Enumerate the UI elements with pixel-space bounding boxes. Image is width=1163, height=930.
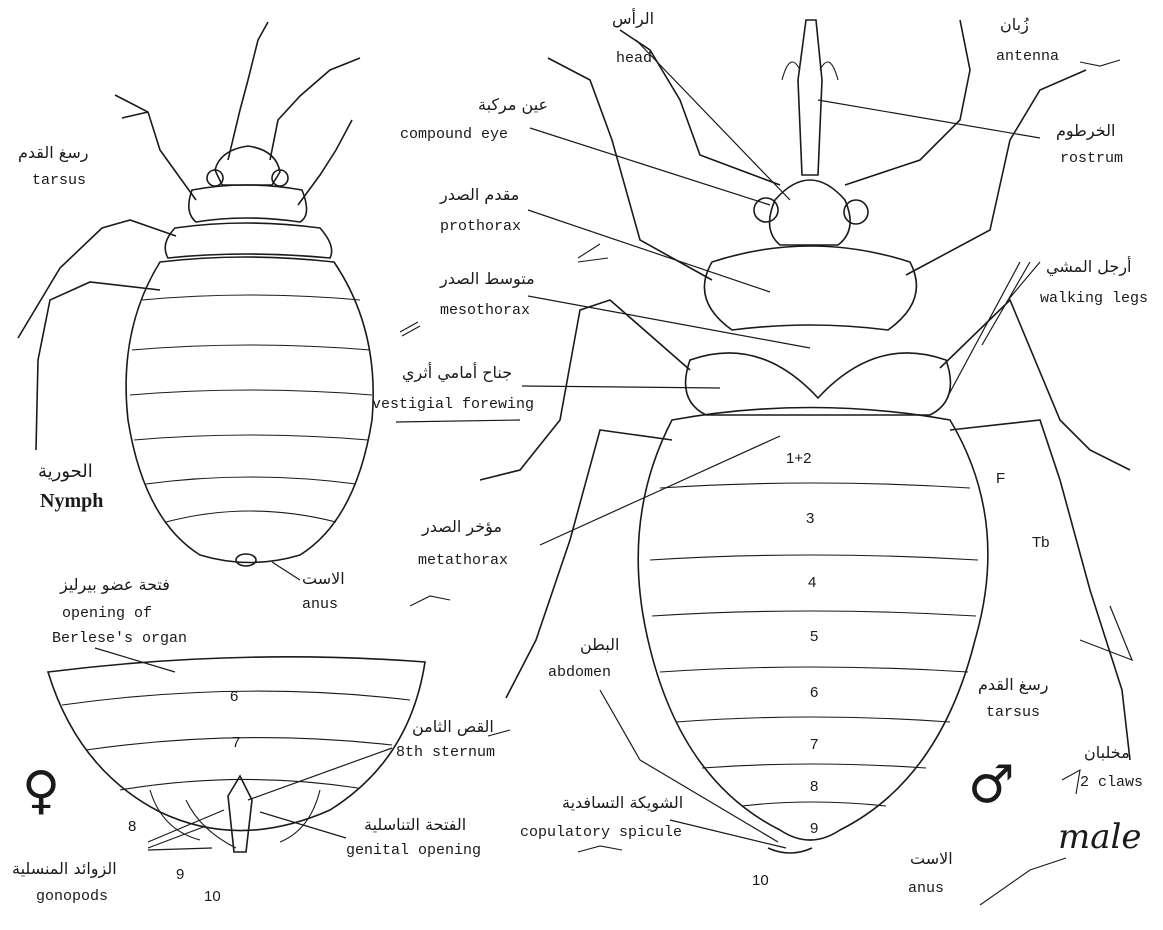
label-mesothorax-en: mesothorax (440, 302, 530, 319)
label-anus-nymph-ar: الاست (302, 570, 345, 588)
female-segment-7: 7 (232, 734, 240, 751)
nymph-abdomen (126, 257, 373, 563)
male-segment-6: 6 (810, 684, 818, 701)
label-rostrum-en: rostrum (1060, 150, 1123, 167)
label-spicule-ar: الشويكة التسافدية (562, 794, 683, 812)
label-spicule-en: copulatory spicule (520, 824, 682, 841)
label-tarsus-left-en: tarsus (32, 172, 86, 189)
label-tarsus-right-ar: رسغ القدم (978, 676, 1048, 694)
male-segment-8: 8 (810, 778, 818, 795)
label-nymph-en: Nymph (40, 490, 103, 513)
label-sternum8-ar: القص الثامن (412, 718, 494, 736)
male-antenna-right (845, 20, 970, 185)
male-segment-7: 7 (810, 736, 818, 753)
nymph-antenna-left (228, 22, 268, 160)
male-segment-4: 4 (808, 574, 816, 591)
male-segment-1-2: 1+2 (786, 450, 811, 467)
female-segment-6: 6 (230, 688, 238, 705)
female-segment-9: 9 (176, 866, 184, 883)
male-head (770, 180, 851, 245)
label-tarsus-right-en: tarsus (986, 704, 1040, 721)
label-berlese-en-2: Berlese's organ (52, 630, 187, 647)
nymph-drawing (18, 22, 373, 566)
nymph-prothorax (189, 185, 307, 222)
male-midleg-right (940, 300, 1130, 470)
nymph-head (215, 146, 280, 185)
male-symbol: ♂ (968, 756, 1015, 816)
label-gonopods-ar: الزوائد المنسلية (12, 860, 117, 878)
nymph-eye-left (207, 170, 223, 186)
label-anus-male-en: anus (908, 880, 944, 897)
female-segment-8: 8 (128, 818, 136, 835)
male-abdomen (638, 408, 988, 841)
male-prothorax (704, 246, 916, 330)
label-sternum8-en: 8th sternum (396, 744, 495, 761)
label-berlese-en-1: opening of (62, 605, 152, 622)
label-abdomen-en: abdomen (548, 664, 611, 681)
male-segment-9: 9 (810, 820, 818, 837)
female-segment-10: 10 (204, 888, 221, 905)
label-nymph-ar: الحورية (38, 462, 93, 483)
label-head-en: head (616, 50, 652, 67)
label-anus-nymph-en: anus (302, 596, 338, 613)
male-segment-5: 5 (810, 628, 818, 645)
label-genital-ar: الفتحة التناسلية (364, 816, 466, 834)
nymph-foreleg-right (298, 120, 352, 205)
nymph-mesothorax (165, 223, 331, 258)
label-antenna-en: antenna (996, 48, 1059, 65)
male-mesothorax (686, 353, 951, 415)
label-rostrum-ar: الخرطوم (1056, 122, 1115, 140)
male-copulatory-spicule (768, 848, 812, 853)
label-legs-en: walking legs (1040, 290, 1148, 307)
label-F: F (996, 470, 1005, 487)
label-gonopods-en: gonopods (36, 888, 108, 905)
female-symbol: ♀ (22, 762, 60, 822)
nymph-midleg-left (18, 220, 176, 338)
label-forewing-ar: جناح أمامي أثري (402, 364, 512, 382)
label-claws-en: 2 claws (1080, 774, 1143, 791)
label-head-ar: الرأس (612, 10, 654, 28)
male-drawing (480, 20, 1130, 853)
label-prothorax-en: prothorax (440, 218, 521, 235)
male-foreleg-left (548, 58, 712, 280)
handwritten-male: male (1058, 818, 1142, 857)
nymph-hindleg-left (36, 282, 160, 450)
label-forewing-en: vestigial forewing (372, 396, 534, 413)
label-eye-ar: عين مركبة (478, 96, 548, 114)
male-segment-3: 3 (806, 510, 814, 527)
label-anus-male-ar: الاست (910, 850, 953, 868)
male-segment-10: 10 (752, 872, 769, 889)
label-tarsus-left-ar: رسغ القدم (18, 144, 88, 162)
label-mesothorax-ar: متوسط الصدر (440, 270, 535, 288)
nymph-antenna-right (270, 58, 360, 160)
label-metathorax-en: metathorax (418, 552, 508, 569)
label-claws-ar: مخلبان (1084, 744, 1130, 762)
label-legs-ar: أرجل المشي (1046, 258, 1131, 276)
label-prothorax-ar: مقدم الصدر (440, 186, 519, 204)
label-genital-en: genital opening (346, 842, 481, 859)
male-midleg-left (480, 300, 690, 480)
male-eye-right (844, 200, 868, 224)
label-metathorax-ar: مؤخر الصدر (422, 518, 502, 536)
label-abdomen-ar: البطن (580, 636, 619, 654)
label-eye-en: compound eye (400, 126, 508, 143)
label-berlese-ar: فتحة عضو بيرليز (60, 576, 170, 594)
nymph-anus-dot (236, 554, 256, 566)
female-genital-opening (228, 776, 252, 852)
male-foreleg-right (906, 70, 1086, 275)
leader-lines (95, 40, 1132, 850)
label-antenna-ar: زُبان (1000, 16, 1029, 34)
nymph-foreleg-left (115, 95, 196, 200)
male-hindleg-left (506, 430, 672, 698)
male-rostrum (798, 20, 822, 175)
label-Tb: Tb (1032, 534, 1050, 551)
